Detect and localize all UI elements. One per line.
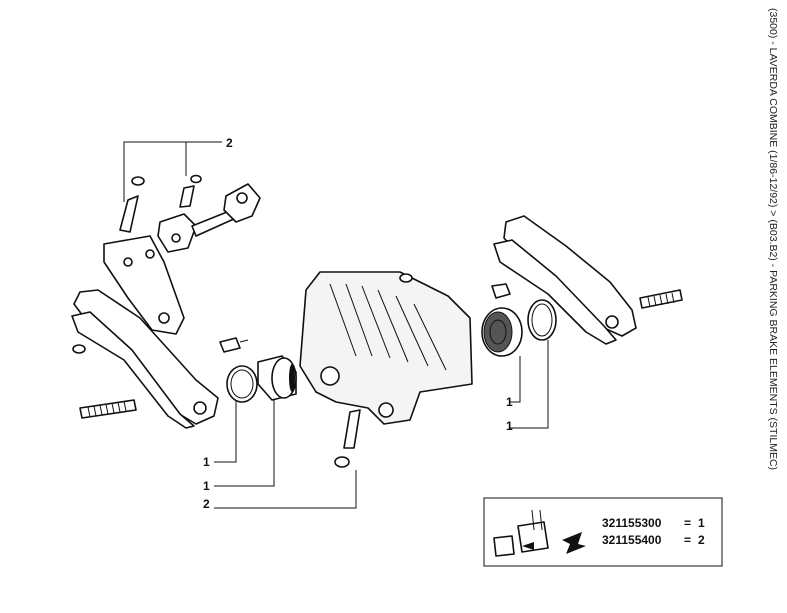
legend-row: 321155400 = 2	[602, 533, 705, 547]
leader-line	[214, 470, 357, 509]
right-piston-set: 1 1	[481, 283, 557, 433]
arm-pivot-hole	[193, 401, 207, 415]
stud-threads	[647, 292, 675, 308]
fork-end	[157, 213, 197, 253]
callout-label: 2	[226, 136, 233, 150]
brake-arm-inner	[71, 311, 195, 429]
callout-label: 1	[506, 419, 513, 433]
bolt	[491, 283, 511, 299]
legend-ref: 2	[698, 533, 705, 547]
legend-thumbnail	[493, 509, 586, 557]
leader-line	[214, 400, 275, 487]
legend-sep: =	[684, 516, 691, 530]
stud-threads	[87, 400, 127, 418]
caliper-fins	[329, 283, 447, 371]
callout-label: 1	[506, 395, 513, 409]
left-piston-set: 1 1	[203, 337, 297, 493]
legend-row: 321155300 = 1	[602, 516, 705, 530]
pin	[179, 185, 195, 208]
legend-icon-pin	[539, 509, 543, 531]
legend-arrow-icon	[522, 542, 534, 550]
lower-pin-set: 2	[203, 409, 361, 511]
eye-hole	[236, 192, 248, 204]
legend-ref: 1	[698, 516, 705, 530]
pin	[119, 195, 139, 233]
piston-groove	[289, 364, 295, 392]
right-arm-assembly	[493, 215, 683, 345]
clip	[190, 174, 202, 184]
seal-ring-inner	[531, 303, 553, 337]
caliper-body	[299, 271, 473, 425]
legend-icon-block	[493, 535, 515, 557]
seal-ring	[527, 299, 557, 341]
legend-code: 321155400	[602, 533, 662, 547]
top-left-assembly: 2	[103, 136, 261, 335]
legend-sep: =	[684, 533, 691, 547]
seal-ring	[226, 365, 258, 403]
caliper-bore	[378, 402, 394, 418]
arm-pivot-hole	[605, 315, 619, 329]
seal-ring-inner	[230, 369, 254, 399]
leader-line	[123, 141, 222, 202]
legend-icon-pin	[531, 509, 535, 531]
bracket-hole	[158, 312, 170, 324]
callout-label: 1	[203, 455, 210, 469]
bolt-shank	[239, 339, 249, 343]
threaded-stud	[79, 399, 137, 419]
caliper-bore	[320, 366, 340, 386]
left-arm-assembly	[71, 289, 219, 429]
brake-arm-inner	[493, 239, 617, 345]
pin	[343, 409, 361, 449]
washer	[72, 344, 86, 354]
washer	[334, 456, 350, 468]
piston-friction-face	[483, 311, 513, 353]
legend-icon-caliper	[517, 521, 549, 553]
bolt	[219, 337, 241, 353]
leader-line	[214, 400, 237, 463]
bracket-hole	[123, 257, 133, 267]
legend-arrow-icon	[562, 532, 586, 554]
bracket-hole	[145, 249, 155, 259]
piston-texture	[489, 319, 507, 345]
callout-label: 2	[203, 497, 210, 511]
leader-line	[510, 356, 521, 403]
washer	[131, 176, 145, 186]
legend-code: 321155300	[602, 516, 662, 530]
legend-box: 321155300 = 1 321155400 = 2	[483, 497, 723, 567]
callout-label: 1	[203, 479, 210, 493]
leader-line	[510, 340, 549, 429]
washer	[399, 273, 413, 283]
fork-hole	[171, 233, 181, 243]
